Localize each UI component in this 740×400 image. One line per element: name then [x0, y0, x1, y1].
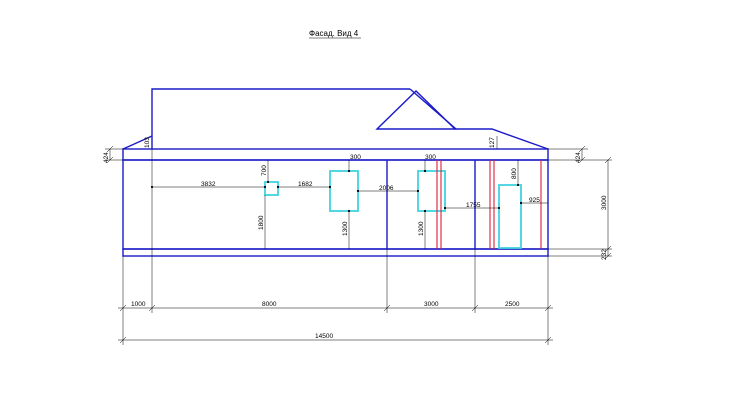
dot — [276, 185, 280, 189]
dim-label-2500: 2500 — [505, 301, 520, 308]
dim-label-800: 800 — [511, 168, 518, 179]
dimension-labels: 424 103 424 127 700 300 300 800 3832 168… — [103, 137, 608, 340]
dot — [263, 185, 267, 189]
dim-label-win3-top: 300 — [425, 154, 436, 161]
dim-label-925: 925 — [529, 197, 540, 204]
dot — [266, 180, 270, 184]
building-outline — [122, 88, 549, 257]
dot — [416, 189, 420, 193]
tick — [383, 304, 391, 312]
tick — [106, 145, 114, 153]
dim-label-3832: 3832 — [201, 181, 216, 188]
window-door — [498, 184, 522, 249]
dim-label-1800: 1800 — [258, 215, 265, 230]
dot — [423, 169, 427, 173]
red-accents — [436, 160, 542, 249]
tick — [119, 304, 127, 312]
dim-label-700: 700 — [261, 165, 268, 176]
tick — [471, 304, 479, 312]
dimension-lines — [105, 136, 612, 345]
dim-label-1682: 1682 — [298, 181, 313, 188]
tick — [119, 336, 127, 344]
dim-label-bottom-3000: 3000 — [424, 301, 439, 308]
window-2 — [329, 170, 359, 212]
dim-label-1300a: 1300 — [342, 221, 349, 236]
eave-band — [122, 148, 549, 161]
plinth-band — [122, 248, 549, 257]
dot — [356, 189, 360, 193]
tick — [544, 336, 552, 344]
roof-slope-right — [409, 88, 549, 150]
tick — [604, 156, 612, 164]
dim-label-2006: 2006 — [379, 185, 394, 192]
dim-label-win2-top: 300 — [350, 154, 361, 161]
main-wall — [122, 159, 549, 250]
tick — [604, 252, 612, 260]
tick — [604, 245, 612, 253]
window-small — [264, 181, 279, 196]
tick — [578, 145, 586, 153]
dot — [347, 209, 351, 213]
dim-label-right-top: 424 — [575, 152, 582, 163]
tick — [578, 156, 586, 164]
dimension-ticks — [106, 145, 612, 344]
dot — [423, 209, 427, 213]
tick — [544, 304, 552, 312]
dim-label-total: 14500 — [315, 333, 333, 340]
dot — [497, 206, 501, 210]
dim-label-8000: 8000 — [262, 301, 277, 308]
upper-block-outline — [151, 88, 410, 149]
dim-label-127: 127 — [489, 137, 496, 148]
dot — [519, 201, 523, 205]
dot — [328, 185, 332, 189]
dot — [347, 169, 351, 173]
dim-label-1755: 1755 — [466, 202, 481, 209]
dim-label-height-3000: 3000 — [601, 195, 608, 210]
dot — [443, 206, 447, 210]
dot — [150, 185, 154, 189]
dim-label-1000: 1000 — [131, 301, 146, 308]
roof-slope-left — [122, 135, 153, 150]
dot — [516, 183, 520, 187]
dim-label-roof-slope: 103 — [144, 137, 151, 148]
dim-label-base-232: 232 — [601, 249, 608, 260]
tick — [148, 304, 156, 312]
dormer-triangle — [375, 90, 457, 130]
dim-label-1300b: 1300 — [418, 221, 425, 236]
drawing-title: Фасад. Вид 4 — [309, 29, 359, 38]
tick — [106, 156, 114, 164]
dim-label-left-top: 424 — [103, 152, 110, 163]
dimension-dots — [150, 169, 523, 213]
